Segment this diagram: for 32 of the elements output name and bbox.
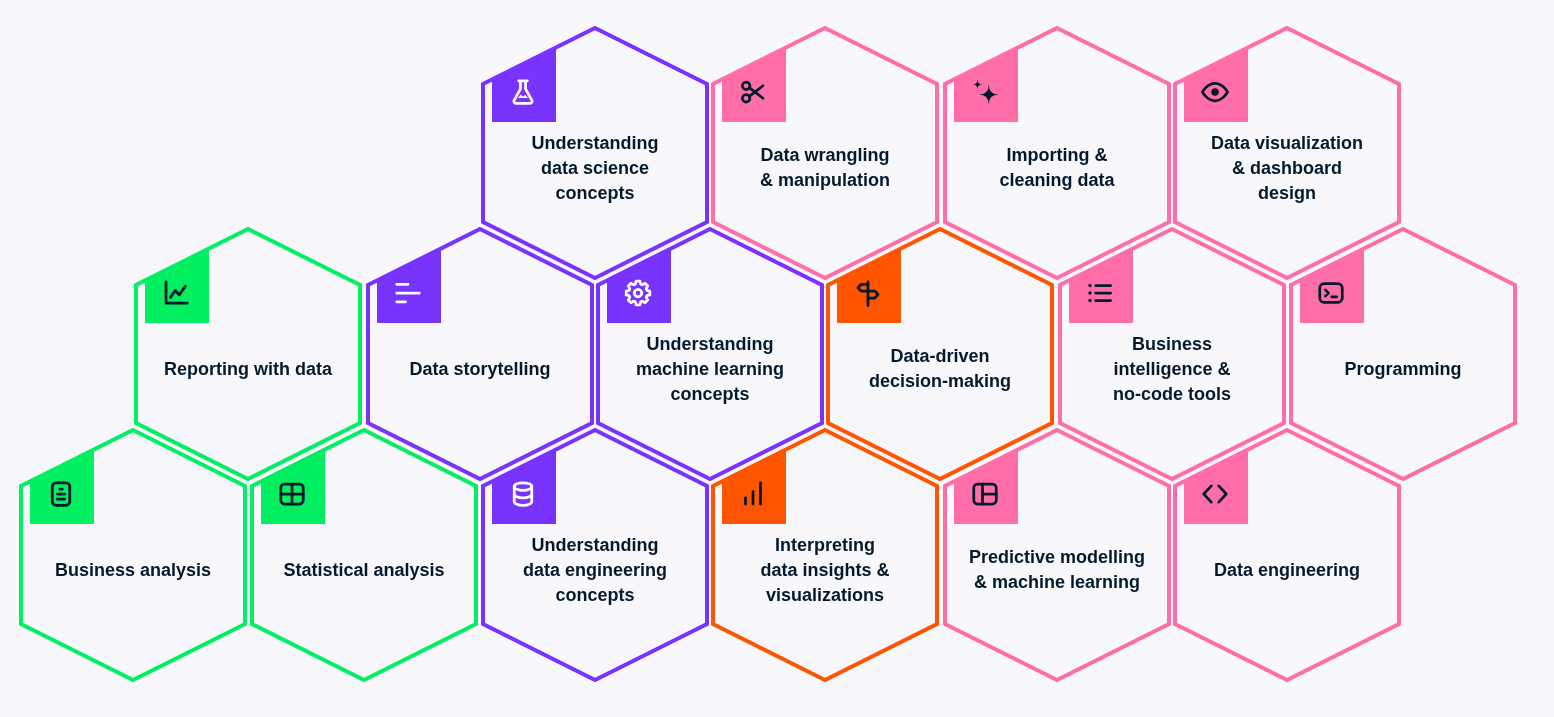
hexagon-card (711, 26, 939, 280)
skill-label: Business analysis (54, 558, 212, 582)
skill-label: Interpreting data insights & visualizations (759, 533, 891, 607)
skill-label: Data visualization & dashboard design (1210, 131, 1364, 205)
hexagon-card (943, 26, 1171, 280)
hexagon-card (1058, 227, 1286, 481)
hexagon-card (250, 428, 478, 682)
skill-label: Data-driven decision-making (868, 345, 1012, 393)
skill-label: Importing & cleaning data (998, 144, 1116, 192)
skill-label: Understanding data science concepts (530, 131, 660, 205)
skill-label: Data wrangling & manipulation (759, 144, 891, 192)
skill-label: Reporting with data (163, 357, 333, 381)
hexagon-card (1173, 26, 1401, 280)
skill-label: Business intelligence & no-code tools (1112, 332, 1232, 406)
hexagon-card (826, 227, 1054, 481)
hexagon-card (1173, 428, 1401, 682)
hexagon-card (943, 428, 1171, 682)
skill-label: Understanding machine learning concepts (635, 332, 785, 406)
hexagon-card (481, 428, 709, 682)
skill-label: Predictive modelling & machine learning (968, 546, 1146, 594)
hexagon-card (366, 227, 594, 481)
hexagon-card (134, 227, 362, 481)
skill-label: Statistical analysis (282, 558, 446, 582)
hexagon-card (711, 428, 939, 682)
skill-label: Data engineering (1213, 558, 1361, 582)
hexagon-card (481, 26, 709, 280)
skill-label: Understanding data engineering concepts (522, 533, 668, 607)
skill-label: Programming (1343, 357, 1463, 381)
hexagon-card (1289, 227, 1517, 481)
hexagon-card (596, 227, 824, 481)
skill-label: Data storytelling (408, 357, 552, 381)
hexagon-card (19, 428, 247, 682)
